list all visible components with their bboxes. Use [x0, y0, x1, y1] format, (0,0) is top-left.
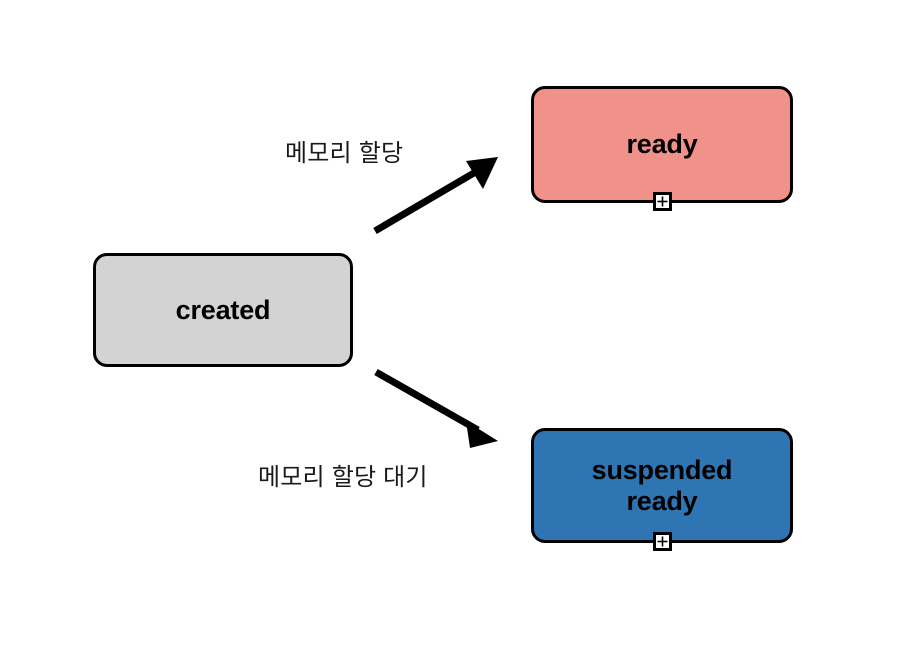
node-suspended-ready-label: suspended ready — [591, 454, 733, 516]
edge-created-to-suspended-ready-line — [374, 368, 480, 434]
edge-label-created-to-ready: 메모리 할당 — [285, 140, 404, 167]
edge-created-to-suspended-ready[interactable] — [374, 368, 498, 448]
node-ready[interactable]: ready — [531, 86, 793, 211]
edge-created-to-ready[interactable] — [373, 157, 498, 235]
node-suspended-ready[interactable]: suspended ready — [531, 428, 793, 551]
edge-created-to-ready-arrowhead — [466, 157, 498, 189]
node-created[interactable]: created — [93, 253, 353, 367]
expand-plus-icon-suspended-ready[interactable] — [652, 532, 672, 551]
expand-plus-icon-ready[interactable] — [652, 192, 672, 211]
node-created-label: created — [175, 294, 271, 325]
edge-created-to-suspended-ready-arrowhead — [466, 421, 498, 448]
edge-created-to-ready-line — [373, 166, 481, 235]
plus-icon — [657, 536, 667, 547]
node-ready-label: ready — [626, 129, 698, 160]
edge-label-created-to-suspended-ready: 메모리 할당 대기 — [258, 464, 428, 491]
plus-icon — [657, 196, 667, 207]
